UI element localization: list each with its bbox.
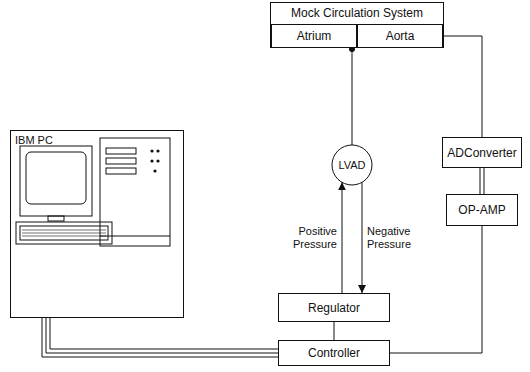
connector-line [480,168,481,194]
node-label: Regulator [308,301,360,315]
keyboard [16,222,112,244]
node-label: IBM PC [15,133,53,147]
node-label: Aorta [386,29,415,43]
indicator-dot [150,159,153,162]
connector [42,318,278,357]
drive-slot [106,158,136,164]
keyboard-keys [20,226,108,240]
key-row [22,236,106,237]
device-circle: LVAD [331,144,373,186]
key-row [22,230,106,231]
connector [349,46,355,145]
edge-label: Negative Pressure [367,225,421,251]
connector-line [50,318,278,349]
circle-outline [332,145,372,185]
monitor-stand [48,216,64,221]
connector [334,322,335,340]
monitor-housing [20,146,92,216]
process-box: Controller [278,340,390,366]
node-label: ADConverter [447,146,516,160]
connector-line [352,48,353,145]
connector-line [362,182,363,293]
indicator-dot [156,149,159,152]
process-box: Regulator [278,293,390,322]
connector [342,182,343,293]
edge-label: Positive Pressure [283,225,337,251]
monitor-screen [26,152,86,204]
tower-case [100,138,170,246]
node-label: LVAD [338,158,365,172]
connector [362,182,363,293]
connector [480,168,484,194]
key-row [22,233,106,234]
chamber-box: Atrium [271,24,357,48]
system-box: Mock Circulation SystemAtrium Aorta [270,2,444,48]
indicator-dot [156,159,159,162]
connector-line [484,168,485,194]
drive-slot [106,168,136,174]
computer-box: IBM PC [10,130,184,318]
node-label: Atrium [297,29,332,43]
connector-line [46,318,278,353]
indicator-dot [153,169,156,172]
process-box: OP-AMP [446,194,518,226]
drive-slot [106,148,136,154]
node-label: Mock Circulation System [271,3,443,20]
chamber-box: Aorta [357,24,443,48]
process-box: ADConverter [442,137,522,168]
connector-line [443,36,482,137]
connector-line [42,318,278,357]
node-label: Controller [308,346,360,360]
connector-line [342,182,343,293]
case-line [100,236,170,237]
connector [443,36,482,137]
connector-line [334,322,335,340]
indicator-dot [150,149,153,152]
node-label: OP-AMP [458,203,505,217]
